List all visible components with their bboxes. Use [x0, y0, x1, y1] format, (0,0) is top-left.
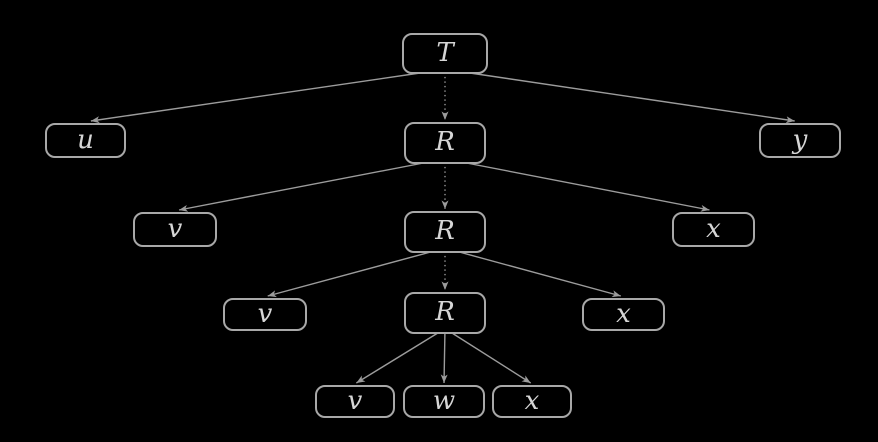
node-x-level3: x: [672, 212, 755, 247]
edge-R3-w1: [440, 332, 448, 384]
node-v-level3: v: [133, 212, 217, 247]
node-w-level5: w: [403, 385, 485, 418]
node-y: y: [759, 123, 841, 158]
node-R-level3: R: [404, 211, 486, 253]
node-label: y: [792, 124, 808, 155]
node-label: x: [524, 385, 540, 416]
edge-R3-x3: [451, 332, 532, 384]
node-label: T: [436, 37, 454, 68]
node-R-level4: R: [404, 292, 486, 334]
edge-R1-v1: [178, 162, 424, 212]
edge-R3-v3: [355, 332, 439, 384]
node-label: w: [432, 385, 456, 416]
edge-R2-v2: [267, 251, 431, 298]
node-label: v: [167, 213, 183, 244]
node-R-level2: R: [404, 122, 486, 164]
node-label: x: [706, 213, 721, 244]
node-v-level4: v: [223, 298, 307, 331]
edge-T-y: [469, 72, 795, 124]
node-label: v: [347, 385, 363, 416]
edge-R2-x2: [459, 251, 622, 298]
node-label: R: [435, 216, 455, 246]
node-label: R: [435, 297, 455, 327]
node-label: u: [77, 124, 94, 155]
edge-T-u: [90, 72, 421, 124]
node-v-level5: v: [315, 385, 395, 418]
node-label: v: [257, 298, 273, 329]
node-x-level4: x: [582, 298, 665, 331]
node-label: R: [435, 127, 455, 157]
node-x-level5: x: [492, 385, 572, 418]
node-u: u: [45, 123, 126, 158]
node-label: x: [616, 298, 631, 329]
edge-R1-x1: [466, 162, 710, 212]
node-T: T: [402, 33, 488, 74]
